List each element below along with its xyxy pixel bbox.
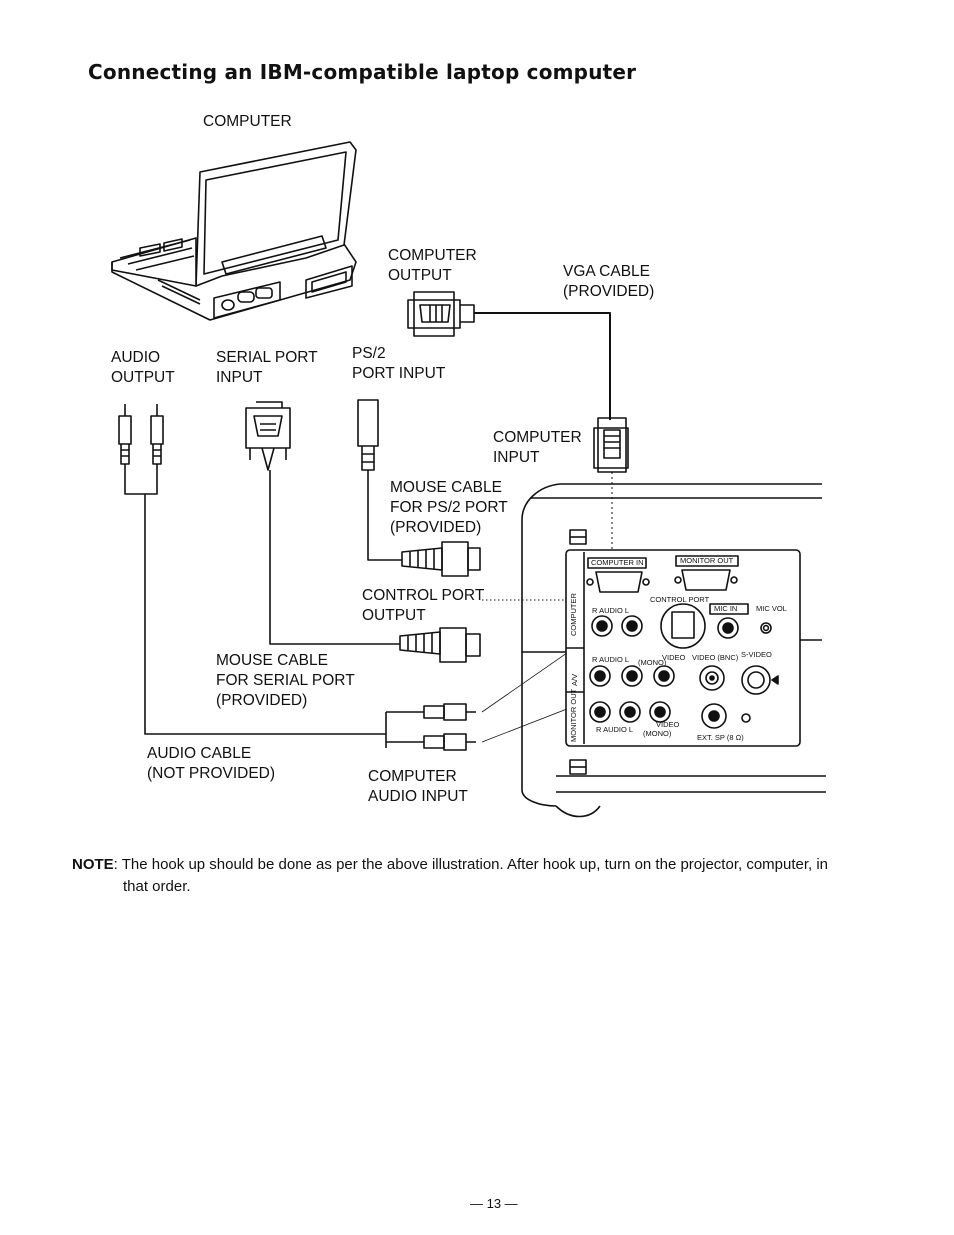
page-title: Connecting an IBM-compatible laptop comp…: [88, 60, 637, 84]
audio-input-plugs: [385, 703, 476, 751]
panel-video-2: VIDEO: [656, 720, 680, 729]
panel-video-bnc: VIDEO (BNC): [692, 653, 739, 662]
panel-mono-1: (MONO): [638, 658, 667, 667]
panel-video: VIDEO: [662, 653, 686, 662]
panel-side-monitor-out: MONITOR OUT: [569, 688, 578, 742]
label-computer-input: COMPUTER INPUT: [493, 429, 582, 466]
panel-audio-1: R AUDIO L: [592, 606, 630, 615]
projector-illustration: [521, 483, 826, 818]
label-audio-cable: AUDIO CABLE (NOT PROVIDED): [147, 745, 276, 782]
ps2-connector: [357, 399, 402, 561]
serial-connector: [245, 401, 400, 645]
panel-control-port: CONTROL PORT: [650, 595, 710, 604]
control-port-plug-serial: [399, 627, 481, 663]
panel-s-video: S-VIDEO: [741, 650, 772, 659]
label-serial-port-input: SERIAL PORT INPUT: [216, 349, 318, 386]
panel-audio-3: R AUDIO L: [596, 725, 634, 734]
panel-mic-in: MIC IN: [714, 604, 738, 613]
note-paragraph: NOTE: The hook up should be done as per …: [72, 854, 872, 898]
note-continuation: that order.: [123, 878, 191, 895]
panel-computer-in: COMPUTER IN: [591, 558, 644, 567]
vga-connector-computer-side: [407, 291, 475, 337]
laptop-illustration: [111, 141, 357, 321]
vga-connector-projector-side: [593, 417, 629, 473]
note-prefix: NOTE: [72, 856, 114, 873]
panel-audio-2: R AUDIO L: [592, 655, 630, 664]
label-control-port-output: CONTROL PORT OUTPUT: [362, 587, 485, 624]
label-ps2-port-input: PS/2 PORT INPUT: [352, 345, 446, 382]
note-text: : The hook up should be done as per the …: [113, 856, 829, 873]
panel-mic-vol: MIC VOL: [756, 604, 787, 613]
label-computer-audio-input: COMPUTER AUDIO INPUT: [368, 768, 468, 805]
label-vga-cable: VGA CABLE (PROVIDED): [563, 263, 655, 300]
panel-side-computer: COMPUTER: [569, 593, 578, 636]
panel-ext-sp: EXT. SP (8 Ω): [697, 733, 744, 742]
label-computer: COMPUTER: [203, 113, 292, 130]
audio-plugs: [118, 404, 386, 735]
label-mouse-cable-serial: MOUSE CABLE FOR SERIAL PORT (PROVIDED): [216, 652, 355, 709]
label-audio-output: AUDIO OUTPUT: [111, 349, 175, 386]
page-number: — 13 —: [470, 1196, 518, 1211]
panel-mono-2: (MONO): [643, 729, 672, 738]
panel-monitor-out: MONITOR OUT: [680, 556, 734, 565]
label-computer-output: COMPUTER OUTPUT: [388, 247, 477, 284]
panel-side-av: A/V: [570, 673, 579, 686]
control-port-plug-ps2: [401, 541, 481, 577]
label-mouse-cable-ps2: MOUSE CABLE FOR PS/2 PORT (PROVIDED): [390, 479, 508, 536]
